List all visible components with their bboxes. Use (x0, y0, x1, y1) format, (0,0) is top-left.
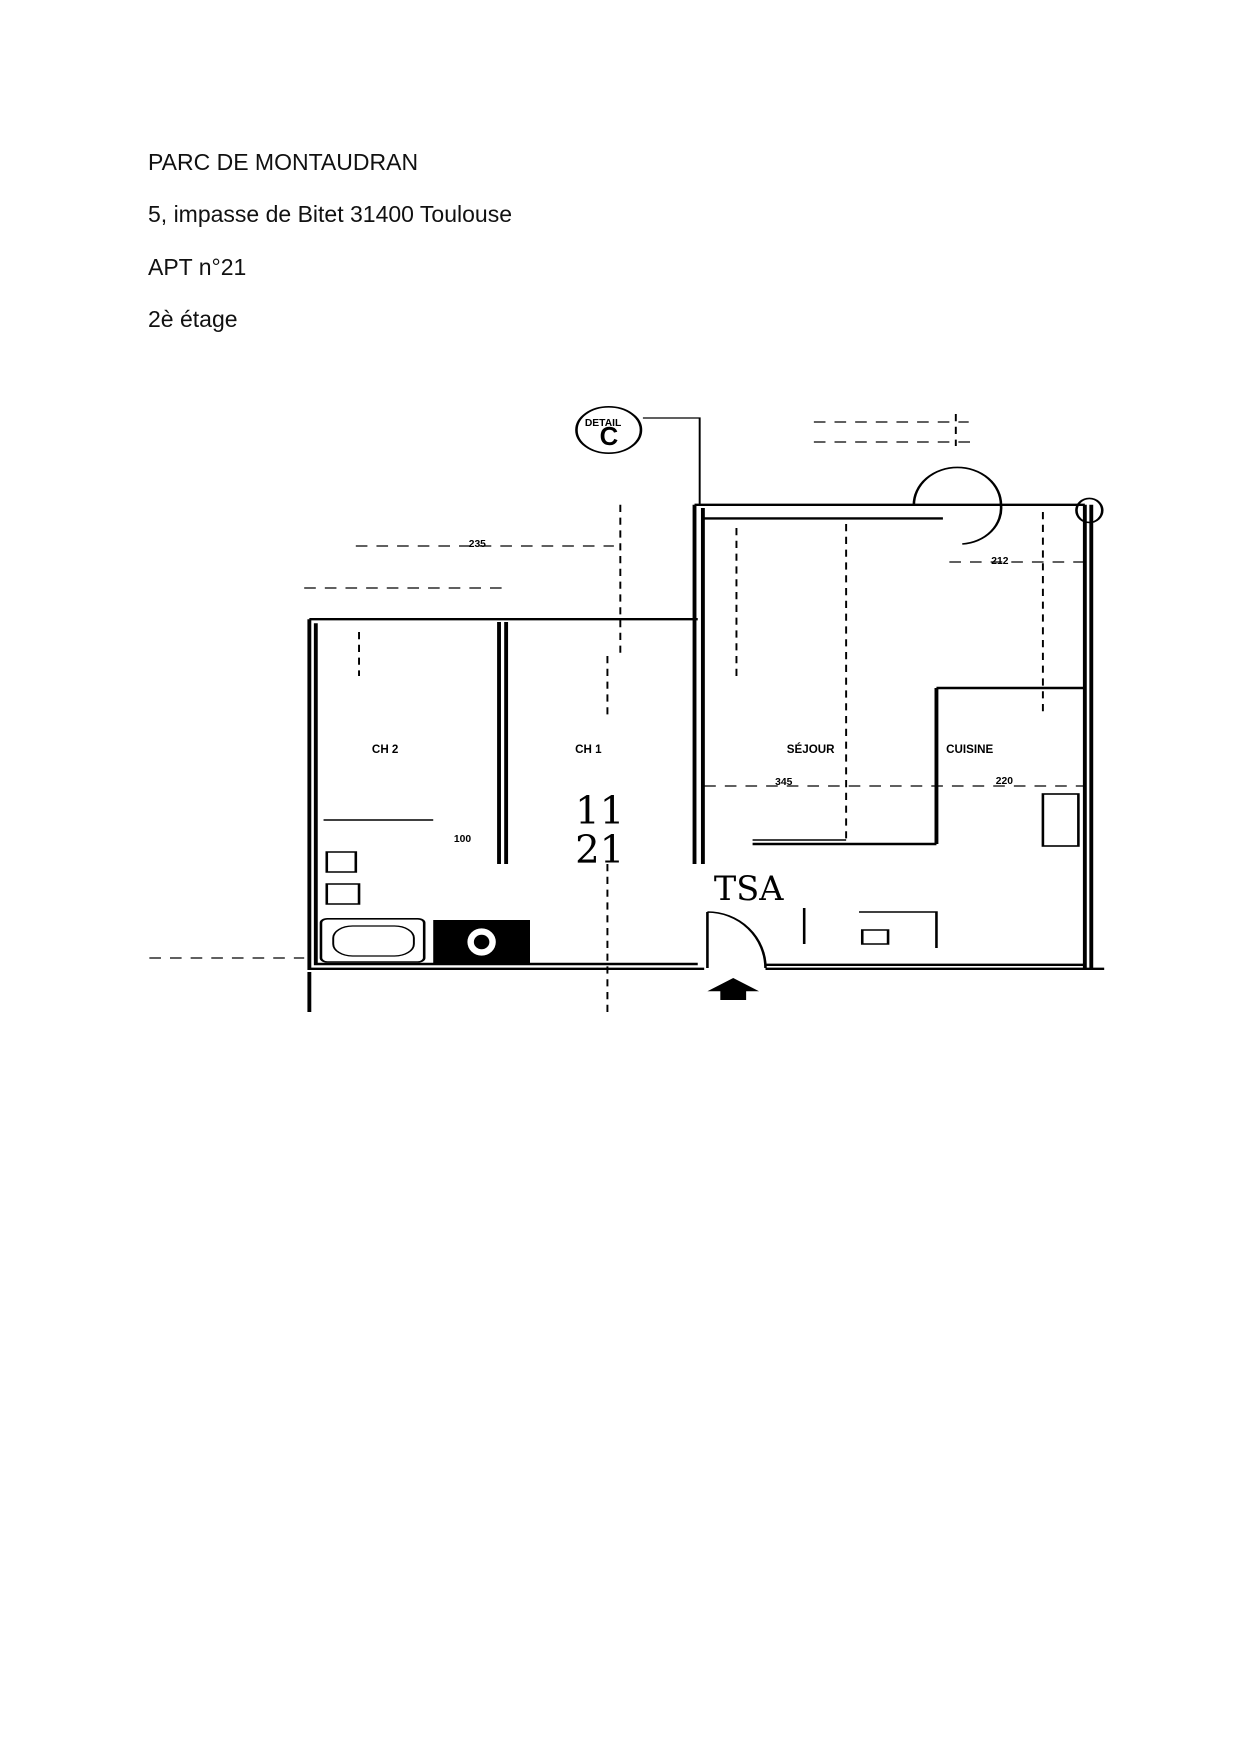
floor-plan: DETAIL C CH 2 CH 1 SÉJOUR CUISINE 235 34… (149, 406, 1105, 1012)
walls (307, 503, 1105, 1012)
address: 5, impasse de Bitet 31400 Toulouse (148, 201, 512, 227)
detail-letter: C (600, 423, 619, 451)
detail-label: DETAIL (585, 418, 621, 429)
dimension-220: 220 (996, 776, 1013, 787)
room-label-sejour: SÉJOUR (787, 743, 835, 756)
room-label-ch1: CH 1 (575, 743, 602, 756)
entry-door (706, 911, 767, 969)
bathroom-fixtures (323, 819, 847, 905)
handwritten-21: 21 (575, 828, 624, 873)
room-label-ch2: CH 2 (372, 743, 398, 756)
balcony-arc (912, 466, 1003, 545)
dimension-100: 100 (454, 834, 471, 845)
room-label-cuisine: CUISINE (946, 743, 993, 756)
dimension-lines (149, 414, 1092, 1012)
kitchen-unit (1041, 793, 1080, 847)
detail-callout (575, 406, 643, 454)
residence-name: PARC DE MONTAUDRAN (148, 149, 419, 175)
floor-level: 2è étage (148, 306, 238, 332)
apartment-number: APT n°21 (148, 254, 247, 280)
handwritten-tsa: TSA (714, 869, 784, 908)
column (1075, 497, 1104, 524)
dimension-212: 212 (991, 556, 1008, 567)
sink-drain (473, 934, 490, 950)
bathtub (319, 918, 426, 963)
handwritten-11: 11 (575, 789, 624, 834)
wc-fixtures (802, 908, 938, 948)
dimension-345: 345 (775, 777, 792, 788)
entry-arrow-icon (707, 978, 760, 1000)
bathtub-basin (332, 925, 415, 957)
detail-callout-leader (642, 417, 701, 505)
dimension-235: 235 (469, 539, 486, 550)
